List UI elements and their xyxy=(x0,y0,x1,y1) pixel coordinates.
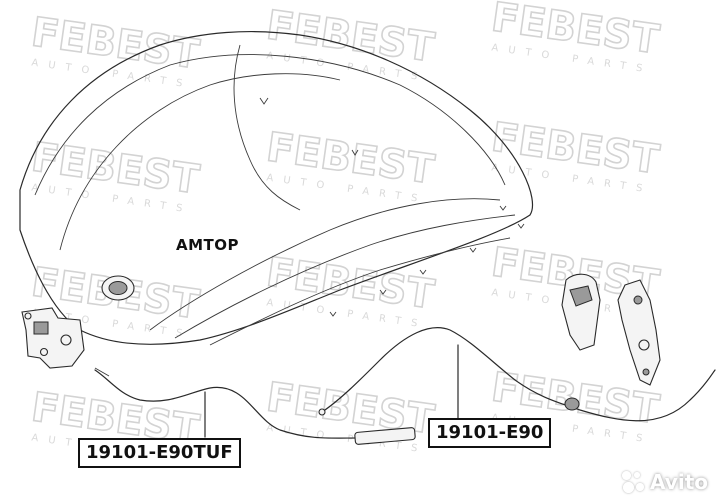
part-number-callout-rear: 19101-E90 xyxy=(428,418,552,448)
hood-panel xyxy=(19,30,534,346)
release-handle xyxy=(561,273,661,386)
part-number-callout-front: 19101-E90TUF xyxy=(78,438,241,468)
avito-logo-icon xyxy=(622,471,645,493)
cable-rear xyxy=(318,327,716,422)
avito-name: Avito xyxy=(650,470,708,494)
cable-front xyxy=(94,367,416,445)
marketplace-watermark: Avito xyxy=(622,470,708,494)
seller-label: AMTOP xyxy=(176,236,240,254)
emblem xyxy=(101,275,135,301)
hood-lock xyxy=(21,307,85,369)
leader-lines xyxy=(204,344,459,438)
